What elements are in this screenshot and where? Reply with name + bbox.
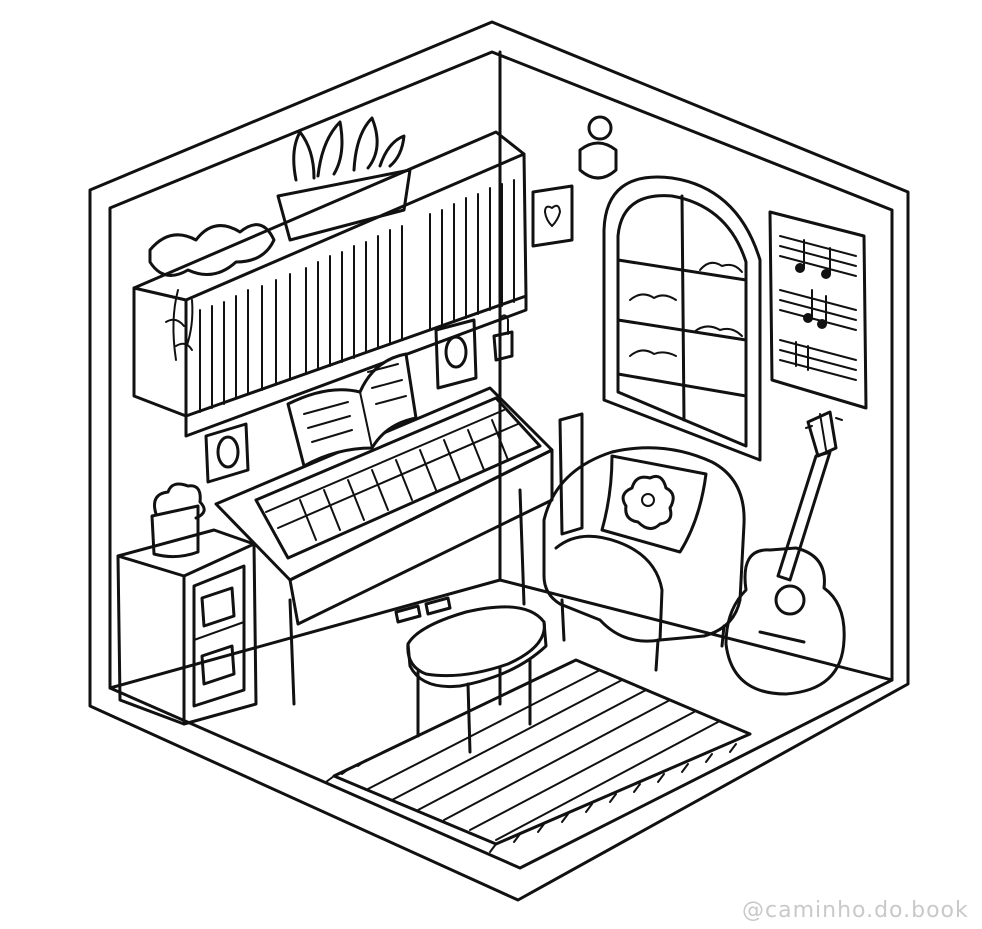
arched-window <box>602 175 762 462</box>
acoustic-guitar <box>724 410 846 696</box>
bookshelf <box>132 130 528 438</box>
piano-stool <box>406 605 548 754</box>
striped-rug <box>325 658 752 853</box>
potted-plant <box>150 482 206 559</box>
planter-box <box>276 116 412 242</box>
upright-piano <box>214 386 584 706</box>
armchair <box>542 446 746 672</box>
trailing-plant <box>148 223 276 361</box>
piano-pedals <box>394 596 452 624</box>
side-cabinet <box>116 528 258 726</box>
flower-cushion <box>600 454 708 554</box>
sheet-music-poster <box>768 210 868 410</box>
wall-lamp <box>578 115 618 180</box>
watermark-text: @caminho.do.book <box>742 898 969 923</box>
room-frame <box>88 20 910 902</box>
speakers <box>204 318 478 484</box>
music-book-on-stand <box>286 352 418 468</box>
small-cactus <box>492 314 514 362</box>
heart-frame <box>531 184 574 248</box>
